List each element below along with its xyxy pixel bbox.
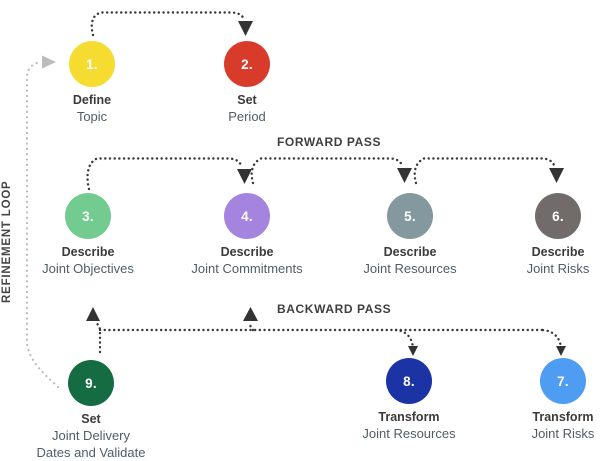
step-action: Describe	[383, 245, 437, 259]
step-node-4: 4. Describe Joint Commitments	[167, 193, 327, 278]
step-action: Set	[81, 412, 101, 426]
down-arrowhead-icon	[397, 168, 412, 183]
backward-branch-step9	[93, 320, 102, 354]
step-action: Define	[72, 93, 112, 107]
step-node-1: 1. Define Topic	[12, 41, 172, 126]
arrowheads	[86, 21, 566, 356]
step-object: Joint Risks	[531, 426, 595, 441]
step-action: Describe	[220, 245, 274, 259]
forward-connector-step4-step5	[250, 157, 404, 185]
step-object: Joint Commitments	[191, 261, 303, 276]
step-object: Joint Objectives	[42, 261, 134, 276]
step-number: 2.	[241, 56, 253, 72]
connector-lines	[86, 11, 563, 354]
backward-pass-label: BACKWARD PASS	[277, 302, 392, 316]
step-object: Topic	[76, 109, 108, 124]
step-circle-4: 4.	[224, 193, 270, 239]
step-circle-9: 9.	[68, 360, 114, 406]
step-number: 1.	[86, 56, 98, 72]
step-number: 8.	[403, 373, 415, 389]
step-number: 9.	[85, 375, 97, 391]
backward-hook-step7	[541, 328, 563, 350]
step-object: Period	[228, 109, 266, 124]
step-number: 6.	[552, 208, 564, 224]
step-node-2: 2. Set Period	[167, 41, 327, 126]
step-circle-7: 7.	[540, 358, 586, 404]
forward-connector-step5-step6	[413, 157, 556, 185]
step-circle-2: 2.	[224, 41, 270, 87]
step-circle-5: 5.	[387, 193, 433, 239]
small-down-arrowhead-icon	[556, 346, 566, 356]
step-action: Transform	[378, 410, 440, 424]
step-object: Joint Delivery Dates and Validate	[36, 428, 146, 460]
step-action: Describe	[531, 245, 585, 259]
forward-pass-label: FORWARD PASS	[277, 135, 382, 149]
down-arrowhead-icon	[238, 21, 253, 36]
backward-branch-step4	[248, 321, 255, 332]
step-node-9: 9. Set Joint Delivery Dates and Validate	[11, 360, 171, 461]
small-down-arrowhead-icon	[408, 346, 418, 356]
connector-step1-step2	[90, 11, 246, 37]
right-arrowhead-icon	[42, 55, 56, 69]
forward-connector-step3-step4	[86, 157, 243, 191]
step-object: Joint Risks	[526, 261, 590, 276]
step-circle-8: 8.	[386, 358, 432, 404]
up-arrowhead-icon	[86, 307, 100, 321]
step-circle-1: 1.	[69, 41, 115, 87]
step-action: Describe	[61, 245, 115, 259]
up-arrowhead-icon	[243, 307, 258, 321]
step-node-3: 3. Describe Joint Objectives	[8, 193, 168, 278]
step-action: Transform	[532, 410, 594, 424]
step-node-6: 6. Describe Joint Risks	[478, 193, 607, 278]
backward-hook-step8	[394, 328, 415, 350]
step-circle-6: 6.	[535, 193, 581, 239]
step-node-7: 7. Transform Joint Risks	[483, 358, 607, 443]
step-node-5: 5. Describe Joint Resources	[330, 193, 490, 278]
down-arrowhead-icon	[549, 168, 564, 183]
step-circle-3: 3.	[65, 193, 111, 239]
step-number: 3.	[82, 208, 94, 224]
step-action: Set	[237, 93, 257, 107]
step-number: 5.	[404, 208, 416, 224]
step-number: 7.	[557, 373, 569, 389]
step-object: Joint Resources	[362, 426, 456, 441]
step-number: 4.	[241, 208, 253, 224]
down-arrowhead-icon	[237, 169, 252, 184]
step-object: Joint Resources	[363, 261, 457, 276]
step-node-8: 8. Transform Joint Resources	[329, 358, 489, 443]
